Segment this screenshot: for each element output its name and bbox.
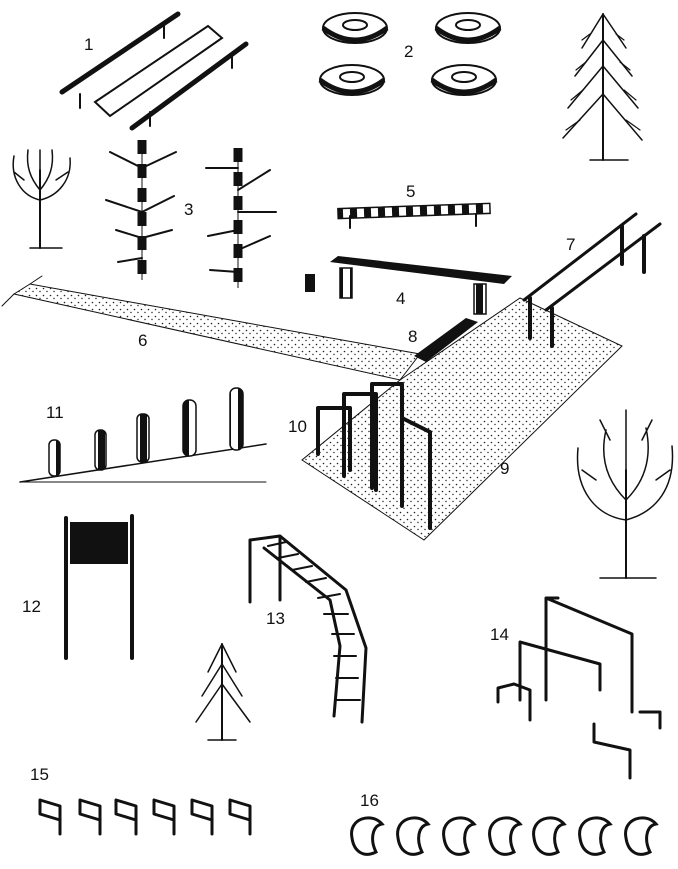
deciduous-tree-left (12, 149, 71, 249)
label-12: 12 (22, 597, 41, 616)
label-4: 4 (396, 289, 405, 308)
item-10-horizontal-bars (316, 382, 432, 530)
item-16-half-buried-tires (350, 816, 659, 856)
item-2-tires (318, 12, 502, 96)
label-16: 16 (360, 791, 379, 810)
label-15: 15 (30, 765, 49, 784)
label-3: 3 (184, 200, 193, 219)
item-14-hurdles (496, 596, 662, 780)
label-6: 6 (138, 331, 147, 350)
label-10: 10 (288, 417, 307, 436)
item-5-striped-log (337, 202, 491, 229)
label-9: 9 (500, 459, 509, 478)
item-7-parallel-bars (522, 212, 662, 348)
spruce-tree-top (562, 13, 643, 161)
number-labels: 1 2 3 4 5 6 7 8 9 10 11 12 13 14 15 16 (22, 35, 575, 810)
item-4-bench (305, 256, 512, 315)
item-11-stumps (19, 387, 267, 483)
label-7: 7 (566, 235, 575, 254)
label-8: 8 (408, 327, 417, 346)
label-2: 2 (404, 42, 413, 61)
item-13-arched-ladder (248, 534, 368, 724)
label-1: 1 (84, 35, 93, 54)
label-5: 5 (406, 182, 415, 201)
deciduous-tree-right (576, 409, 674, 579)
item-1-balance-beams (59, 11, 249, 131)
label-14: 14 (490, 625, 509, 644)
item-12-target-board (64, 514, 134, 660)
item-8-starting-strip (414, 318, 478, 362)
item-6-sand-track (1, 275, 421, 381)
label-11: 11 (46, 403, 64, 422)
item-3-climbing-poles (105, 140, 277, 288)
label-13: 13 (266, 609, 285, 628)
spruce-tree-bottom (195, 643, 251, 741)
item-15-small-hurdles (38, 798, 252, 836)
